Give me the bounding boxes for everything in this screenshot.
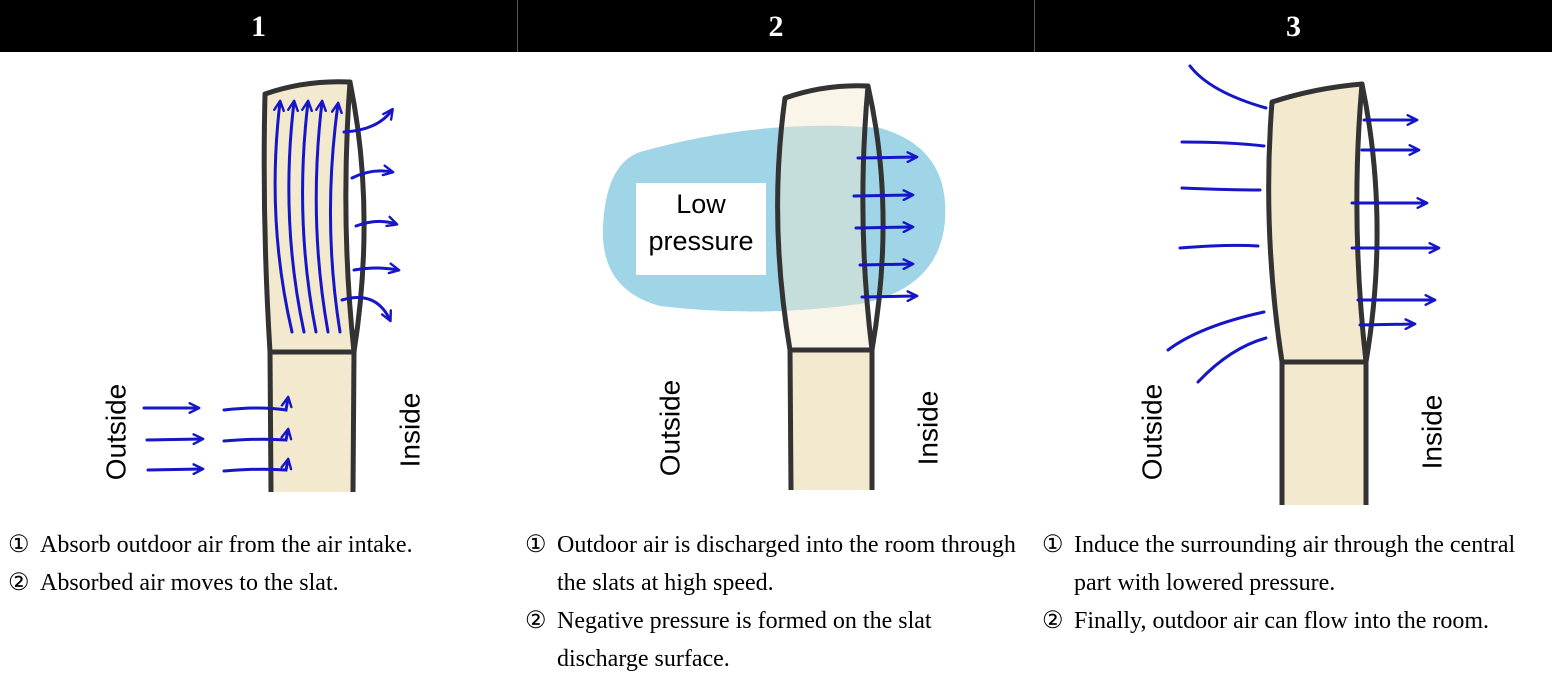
internal-airflow-arrows [273, 99, 343, 334]
slat-body [775, 83, 875, 353]
outside-label: Outside [654, 380, 685, 477]
inside-label: Inside [394, 393, 425, 468]
slat-pedestal [1282, 362, 1366, 505]
panel-1-caption: ① Absorb outdoor air from the air intake… [8, 526, 513, 602]
step-text: Finally, outdoor air can flow into the r… [1074, 608, 1490, 634]
panel-3-figure: Outside Inside [1136, 64, 1447, 505]
step-text: Absorbed air moves to the slat. [40, 570, 339, 596]
pedestal-outline [787, 349, 875, 491]
panel-2-number: 2 [768, 10, 784, 43]
low-pressure-line-2: pressure [648, 226, 753, 256]
intake-arrows [142, 395, 293, 476]
inside-label: Inside [1416, 395, 1447, 470]
step-marker: ① [8, 532, 30, 558]
step-marker: ② [8, 570, 30, 596]
step-marker: ② [1042, 608, 1064, 634]
panel-1-number: 1 [251, 10, 266, 43]
header-divider [1034, 0, 1035, 52]
caption-step: ② Negative pressure is formed on the sla… [525, 602, 1020, 678]
caption-step: ② Finally, outdoor air can flow into the… [1042, 602, 1547, 640]
discharge-arrows [852, 151, 919, 303]
slat-pedestal [790, 350, 872, 490]
discharge-arrows [1350, 114, 1441, 331]
step-marker: ① [525, 532, 547, 558]
slat-discharge-surface [865, 83, 886, 353]
header-bar: 1 2 3 [0, 0, 1552, 52]
step-marker: ① [1042, 532, 1064, 558]
panel-3-number: 3 [1286, 10, 1301, 43]
slat-pedestal [270, 352, 354, 492]
discharge-arrows [340, 107, 401, 323]
low-pressure-label-box [636, 183, 766, 275]
caption-step: ② Absorbed air moves to the slat. [8, 564, 513, 602]
step-marker: ② [525, 608, 547, 634]
header-divider [517, 0, 518, 52]
outside-label: Outside [1136, 384, 1167, 481]
panel-1-figure: Outside Inside [100, 79, 425, 493]
panel-2-figure: Low pressure Outside Inside [602, 83, 946, 491]
step-text: Outdoor air is discharged into the room … [557, 532, 1016, 596]
step-text: Absorb outdoor air from the air intake. [40, 532, 413, 558]
caption-step: ① Absorb outdoor air from the air intake… [8, 526, 513, 564]
slat-discharge-surface [347, 79, 367, 355]
diagram-figures: Outside Inside Low pressure Outside Insi… [100, 64, 1447, 505]
pedestal-outline [1279, 362, 1369, 505]
caption-step: ① Outdoor air is discharged into the roo… [525, 526, 1020, 602]
panel-3-caption: ① Induce the surrounding air through the… [1042, 526, 1547, 640]
low-pressure-line-1: Low [676, 189, 726, 219]
outside-label: Outside [100, 384, 131, 481]
induced-air-lines [1166, 64, 1268, 384]
inside-label: Inside [912, 391, 943, 466]
slat-body [1266, 81, 1369, 365]
caption-step: ① Induce the surrounding air through the… [1042, 526, 1547, 602]
panel-2-caption: ① Outdoor air is discharged into the roo… [525, 526, 1020, 678]
step-text: Negative pressure is formed on the slat … [557, 608, 932, 672]
step-text: Induce the surrounding air through the c… [1074, 532, 1516, 596]
